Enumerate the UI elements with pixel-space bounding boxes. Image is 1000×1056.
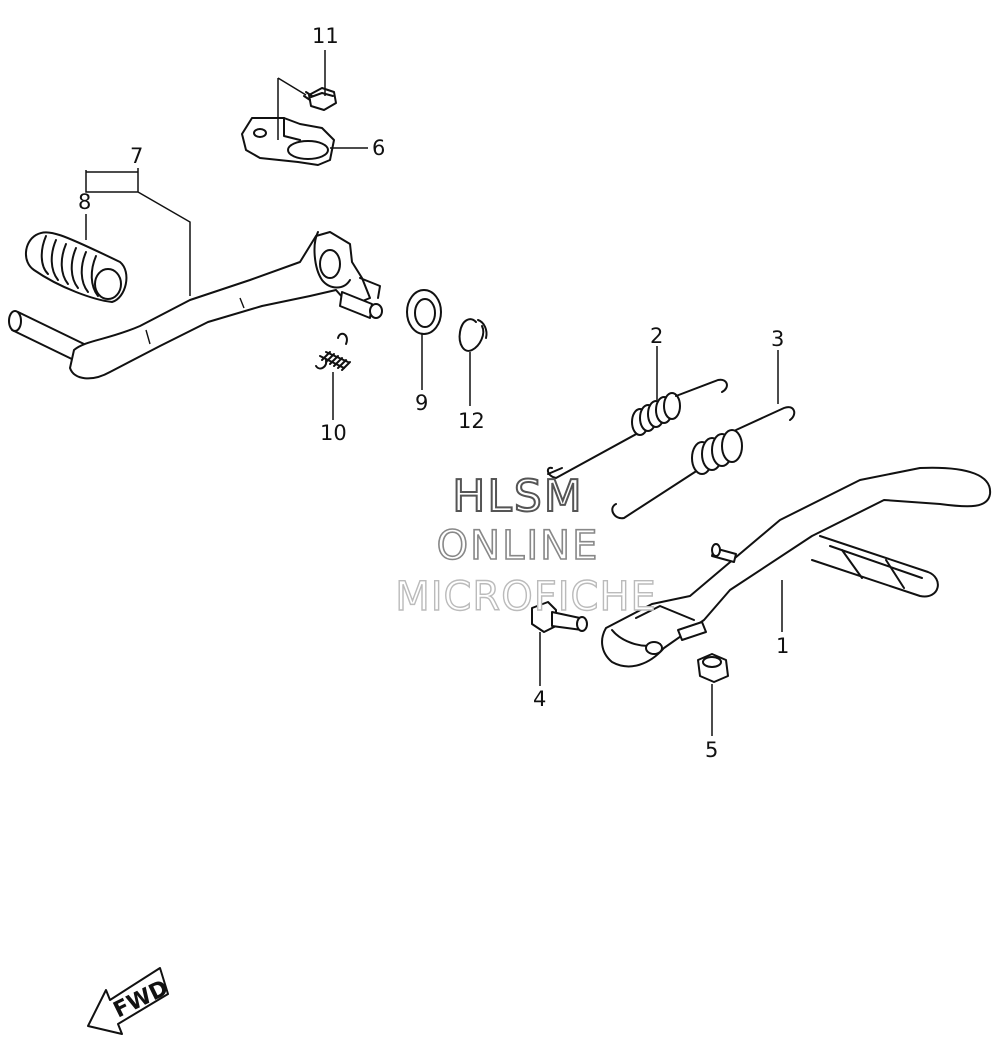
callout-6: 6	[372, 136, 385, 160]
part-10-spring	[315, 332, 351, 371]
callout-5: 5	[705, 738, 718, 762]
part-11-bolt	[303, 87, 337, 111]
part-8-footrest-rubber	[25, 231, 128, 303]
watermark-line-1: HLSM	[452, 471, 584, 522]
callout-11: 11	[312, 24, 339, 48]
part-4-pivot-bolt	[531, 601, 588, 633]
fwd-arrow-icon: FWD	[87, 967, 172, 1035]
part-5-nut	[697, 653, 729, 683]
part-2-spring	[546, 378, 728, 479]
part-3-spring	[611, 406, 796, 520]
part-7-brake-pedal	[8, 231, 383, 380]
watermark-line-2: ONLINE	[437, 523, 600, 569]
callout-12: 12	[458, 409, 485, 433]
watermark: HLSM ONLINE MICROFICHE	[394, 470, 657, 621]
callout-1: 1	[776, 634, 789, 658]
part-6-bracket	[241, 117, 335, 166]
leader-lines	[85, 50, 783, 736]
part-12-circlip	[458, 318, 488, 352]
watermark-line-3: MICROFICHE	[395, 574, 657, 620]
callout-8: 8	[78, 190, 91, 214]
callout-labels: 11 6 7 8 10 9 12 2 3 1 4 5	[78, 24, 789, 762]
callout-10: 10	[320, 421, 347, 445]
callout-3: 3	[771, 327, 784, 351]
callout-2: 2	[650, 324, 663, 348]
callout-4: 4	[533, 687, 546, 711]
part-9-washer	[406, 289, 442, 335]
callout-9: 9	[415, 391, 428, 415]
part-1-side-stand	[601, 466, 992, 668]
callout-7: 7	[130, 144, 143, 168]
